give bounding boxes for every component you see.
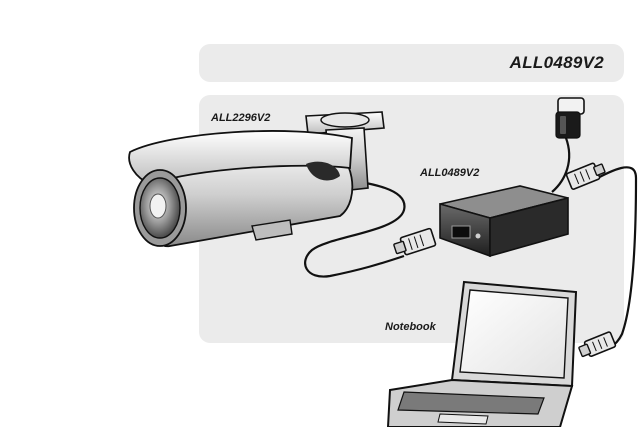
camera-label: ALL2296V2 [211,112,271,124]
notebook-cable [589,166,638,354]
rj45-plug-camera [393,227,437,256]
power-adapter-icon [555,97,585,139]
power-cable [551,137,571,193]
notebook-icon [386,280,578,427]
camera-cable [304,174,406,278]
rj45-plug-notebook [578,331,617,358]
rj45-plug-injector [565,162,606,190]
bullet-camera-icon [128,111,385,247]
header-title: ALL0489V2 [509,53,604,72]
notebook-label: Notebook [385,321,436,333]
header-band: ALL0489V2 [199,44,624,82]
injector-label: ALL0489V2 [420,167,480,179]
poe-injector-icon [439,185,569,258]
